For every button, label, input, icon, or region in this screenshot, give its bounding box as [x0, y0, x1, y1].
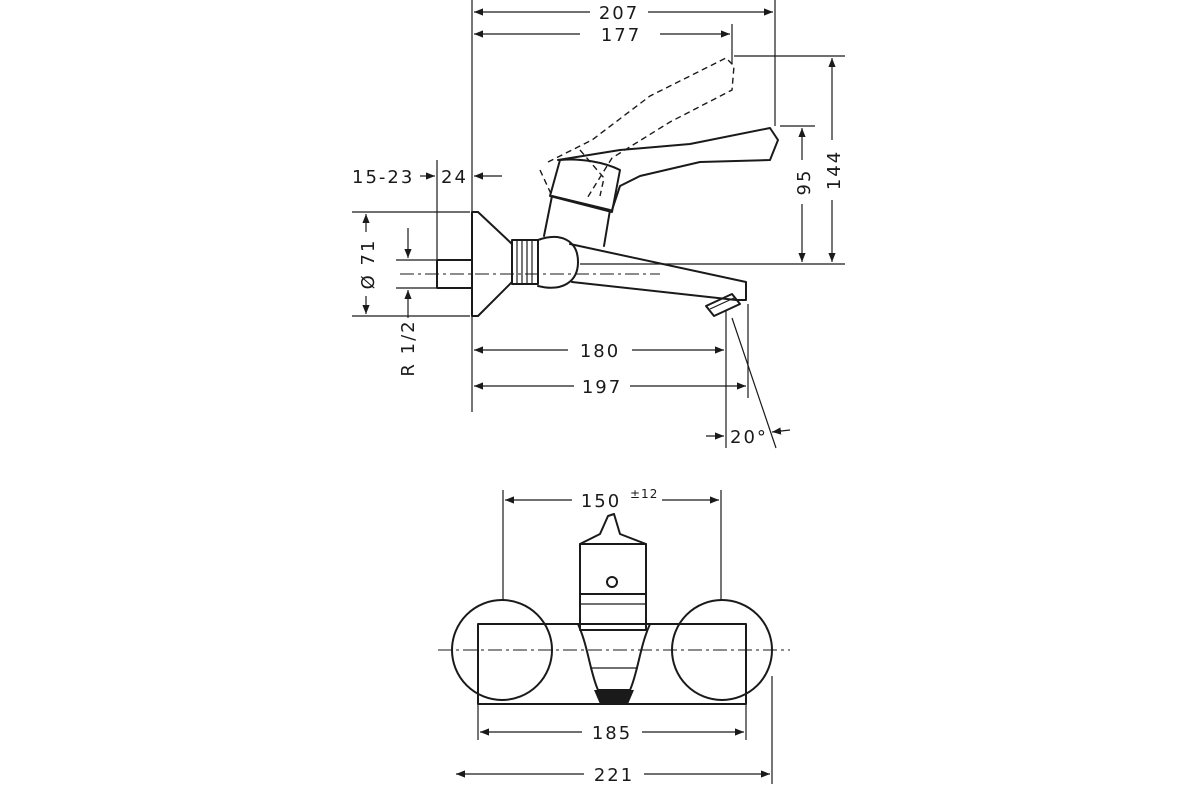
dim-144-label: 144 — [824, 150, 845, 190]
dim-197-label: 197 — [582, 377, 622, 398]
spout — [569, 243, 747, 301]
dim-207-label: 207 — [599, 3, 639, 24]
dim-150-label: 150 — [581, 491, 621, 512]
dim-20-degree-label: 20° — [730, 427, 768, 448]
dim-150-tolerance: ±12 — [630, 487, 658, 501]
connection-nut — [511, 239, 539, 285]
front-aerator — [594, 690, 634, 704]
aerator — [705, 293, 741, 317]
indicator-dot — [606, 576, 618, 588]
faucet-body — [537, 236, 579, 289]
dim-177-label: 177 — [601, 25, 641, 46]
front-view: 150 ±12 185 221 — [438, 487, 790, 786]
lever-head — [579, 513, 647, 545]
cartridge-housing — [579, 543, 647, 631]
lever-base — [549, 158, 621, 213]
side-view: 207 177 144 95 15-23 24 Ø 71 R — [352, 0, 845, 449]
dim-95-label: 95 — [794, 169, 815, 196]
dim-15-23-label: 15-23 — [352, 167, 414, 188]
dim-185-label: 185 — [592, 723, 632, 744]
escutcheon — [471, 211, 513, 317]
dim-diameter-71-label: Ø 71 — [358, 239, 379, 290]
dim-24-label: 24 — [441, 167, 468, 188]
lever-arm — [557, 127, 779, 211]
dim-180-label: 180 — [580, 341, 620, 362]
dim-221-label: 221 — [594, 765, 634, 786]
dim-r-half-label: R 1/2 — [398, 319, 419, 376]
center-column — [577, 623, 651, 691]
lever-raised-outline — [547, 57, 735, 201]
